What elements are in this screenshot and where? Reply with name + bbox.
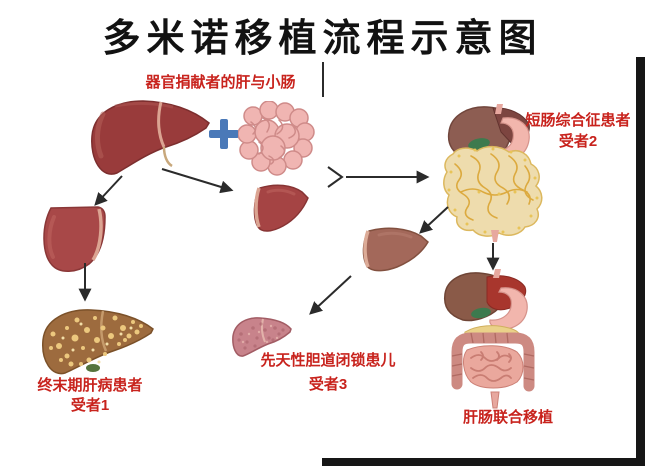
recipient3-name: 受者3 [308,376,348,393]
recipient3-condition: 先天性胆道闭锁患儿 [260,352,396,369]
liver-icon [91,100,210,175]
abdomen-omentum-icon [443,104,543,242]
recipient3-label: 先天性胆道闭锁患儿 受者3 [252,349,404,397]
page-title: 多米诺移植流程示意图 [102,18,543,60]
donor-organs-label: 器官捐献者的肝与小肠 [145,74,296,91]
right-lobe-graft-illustration [248,180,312,247]
explanted-liver-icon [362,227,429,272]
recipient2-name: 受者2 [558,133,598,150]
recipient3-liver-illustration [229,314,295,367]
frame-edge-right [636,57,645,466]
recipient2-condition: 短肠综合征患者 [525,112,631,129]
atresia-liver-icon [232,317,292,357]
recipient1-label: 终末期肝病患者 受者1 [24,376,156,416]
digestive-system-icon [443,269,535,409]
intestine-icon [237,100,315,176]
frame-edge-bottom [322,458,645,466]
left-lobe-graft-illustration [38,201,114,282]
combined-transplant-illustration [441,268,545,415]
cirrhotic-liver-icon [42,309,154,375]
transplant-result-label: 肝肠联合移植 [462,409,553,426]
recipient2-label: 短肠综合征患者 受者2 [512,110,644,152]
donor-liver-illustration [85,96,215,189]
recipient2-abdomen-illustration [441,102,545,247]
donor-intestine-illustration [237,100,316,182]
liver-lobe-icon [43,206,106,272]
arrow-domino-to-recipient3 [309,275,352,315]
combine-brace [327,166,344,188]
liver-lobe-icon [253,184,309,232]
recipient1-diseased-liver-illustration [37,304,157,385]
recipient1-name: 受者1 [70,397,110,414]
plus-icon [207,117,241,156]
recipient2-explanted-liver-illustration [357,225,433,280]
recipient1-condition: 终末期肝病患者 [37,377,143,394]
